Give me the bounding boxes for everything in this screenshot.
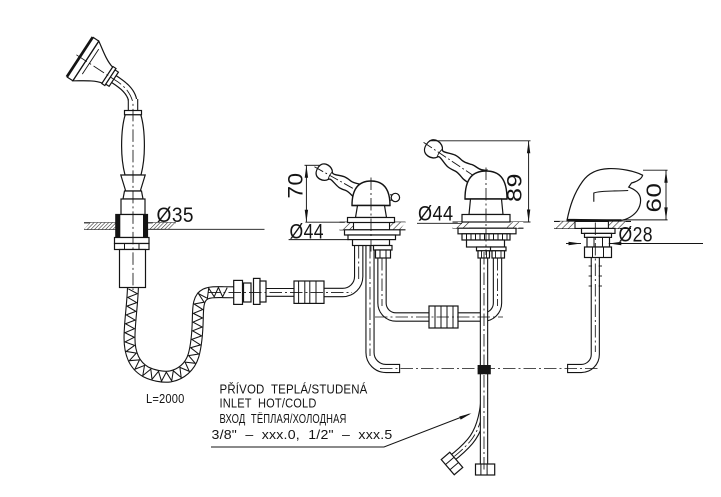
spout-ring-2	[583, 232, 613, 238]
spout-inner-line	[593, 189, 629, 202]
note-line-1: PŘÍVOD TEPLÁ/STUDENÁ	[220, 382, 368, 397]
right-valve-ring-a	[457, 227, 517, 235]
labels: Ø35 Ø44 Ø44 Ø28 70 89 60 L=2000 PŘÍVOD T…	[146, 173, 666, 443]
left-valve-button	[390, 192, 401, 203]
shower-holder-ring	[113, 236, 150, 245]
note-line-2: INLET HOT/COLD	[220, 396, 317, 411]
pipe-valve-to-shower	[323, 245, 364, 298]
shower-holder-shank	[118, 248, 147, 289]
label-70: 70	[285, 173, 308, 199]
dim-89	[429, 140, 531, 223]
label-89: 89	[504, 173, 527, 202]
deck-right-valve	[452, 221, 524, 229]
label-d44-left: Ø44	[290, 220, 325, 243]
thread-ticks	[588, 265, 602, 287]
note-line-4: 3/8" – xxx.0, 1/2" – xxx.5	[212, 427, 393, 442]
label-d28: Ø28	[619, 224, 654, 247]
label-d44-right: Ø44	[418, 203, 454, 226]
centerlines	[76, 54, 598, 470]
pipe-spout-tail	[567, 256, 602, 374]
inlet-straight-nut	[474, 463, 496, 476]
spout-shank	[586, 236, 611, 248]
note-line-3: ВХОД ТЁПЛАЯ/ХОЛОДНАЯ	[220, 411, 347, 426]
spout-nut	[583, 246, 613, 259]
label-60: 60	[643, 183, 666, 213]
spout-ring-1	[580, 227, 616, 234]
shower-holder-nut	[113, 242, 150, 251]
dimension-arrows	[304, 140, 668, 420]
left-valve-nut	[374, 249, 392, 259]
inlet-flex-nut	[440, 451, 464, 476]
left-valve-ring-a	[343, 229, 401, 236]
deck-left-valve	[339, 221, 406, 231]
left-valve-nut-ring	[372, 244, 393, 251]
right-valve-outlet-nuts	[475, 246, 507, 259]
hose-nut-2	[252, 277, 267, 305]
inlet-flex-hose	[440, 397, 489, 476]
inlet-pipe-joint-band	[477, 365, 491, 375]
label-hose-length: L=2000	[146, 391, 185, 406]
spout	[566, 167, 644, 259]
hand-shower	[65, 36, 150, 289]
spout-body	[566, 167, 644, 221]
leader-note	[211, 413, 470, 448]
shower-escutcheon	[115, 213, 149, 239]
shower-head	[65, 36, 120, 88]
right-valve	[423, 139, 517, 259]
shower-hose	[123, 285, 236, 383]
deck-shower-holder	[84, 222, 176, 230]
label-d35: Ø35	[157, 204, 195, 227]
right-valve-ring-b	[465, 239, 506, 248]
left-valve-ring-b	[347, 234, 397, 241]
centerline-shower	[76, 54, 134, 290]
